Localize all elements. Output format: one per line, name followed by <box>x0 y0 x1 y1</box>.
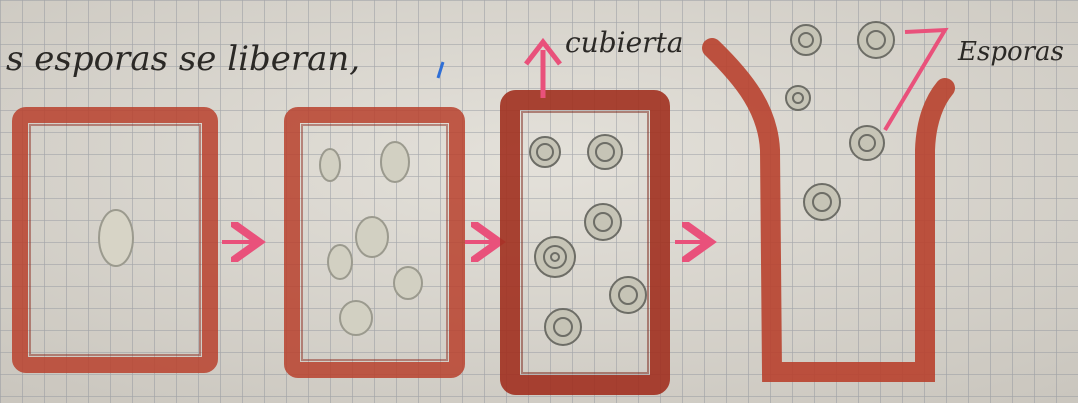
cover-label: cubierta <box>565 26 684 59</box>
spore <box>394 267 422 299</box>
spores-label: Esporas <box>957 37 1064 67</box>
spore <box>356 217 388 257</box>
spore <box>99 210 133 266</box>
spore <box>320 149 340 181</box>
spore <box>340 301 372 335</box>
spore <box>328 245 352 279</box>
spore <box>381 142 409 182</box>
caption-text: s esporas se liberan, <box>6 39 360 79</box>
